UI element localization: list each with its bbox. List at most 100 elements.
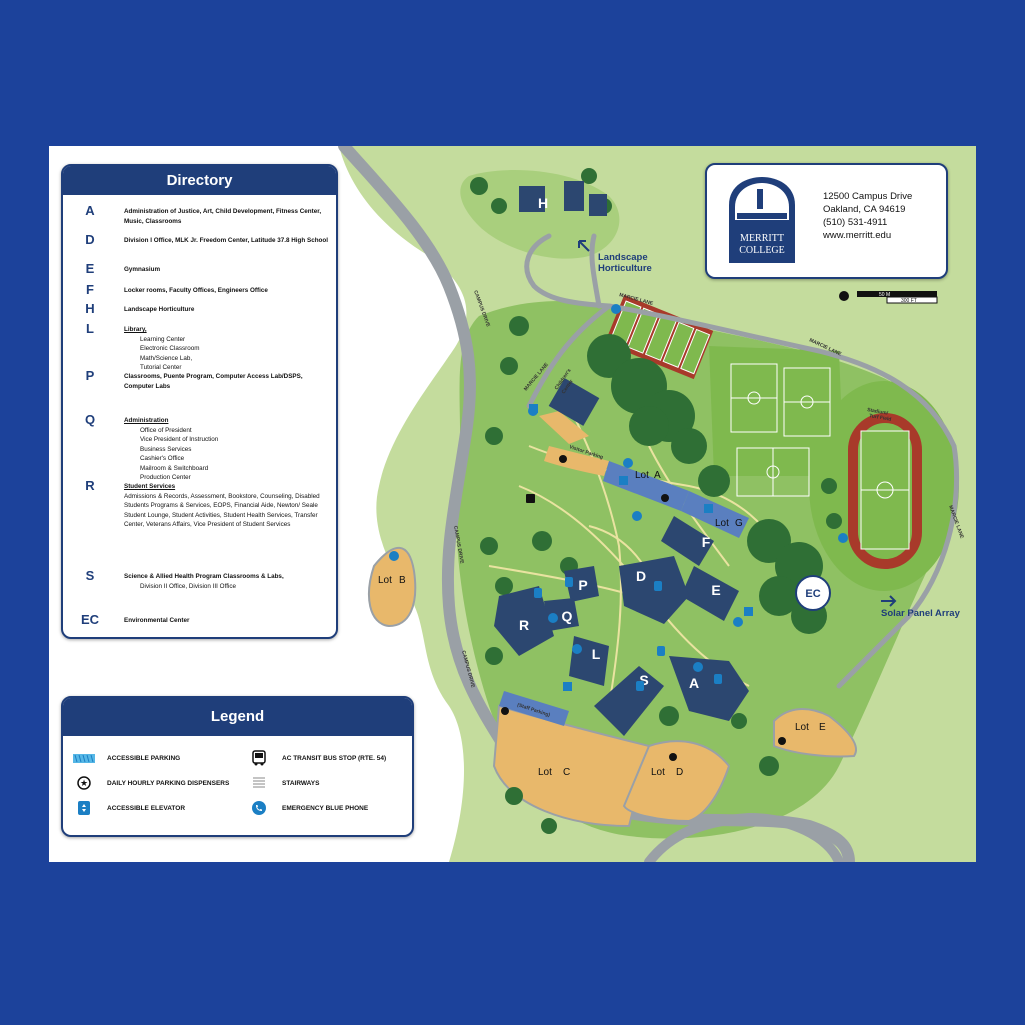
logo-line-2: COLLEGE xyxy=(739,245,785,256)
lot-a-label[interactable]: Lot xyxy=(635,470,649,481)
legend-item-accessible-parking: ACCESSIBLE PARKING xyxy=(73,750,180,766)
blue-phone-icon xyxy=(733,617,743,627)
scale-bar: 50 M 300 FT xyxy=(839,291,938,304)
accessible-elevator-icon xyxy=(534,588,542,598)
ec-label: EC xyxy=(805,588,820,600)
directory-letter: E xyxy=(85,261,95,276)
building-h-shape xyxy=(519,186,545,212)
blue-phone-icon xyxy=(632,511,642,521)
logo-line-1: MERRITT xyxy=(740,233,784,244)
building-q-label[interactable]: Q xyxy=(562,608,573,624)
lot-g-area xyxy=(681,491,749,538)
lot-d-label[interactable]: Lot xyxy=(651,767,665,778)
lot-a-letter: A xyxy=(654,470,661,481)
solar-arrow-icon xyxy=(881,595,897,607)
directory-subitem: Electronic Classroom xyxy=(140,345,200,352)
lot-c-letter: C xyxy=(563,767,570,778)
directory-heading: Administration xyxy=(124,417,169,424)
legend-item-stairways: STAIRWAYS xyxy=(248,775,319,791)
building-p-label[interactable]: P xyxy=(578,577,587,593)
building-a-label[interactable]: A xyxy=(689,675,699,691)
directory-description: Division I Office, MLK Jr. Freedom Cente… xyxy=(124,236,329,246)
building-f-label[interactable]: F xyxy=(702,534,711,550)
landscape-arrow-icon xyxy=(578,240,590,252)
building-s-label[interactable]: S xyxy=(639,672,648,688)
directory-text: Environmental Center xyxy=(124,617,190,624)
childrens-center-shape xyxy=(548,378,600,426)
building-p-shape xyxy=(564,566,599,602)
scale-imperial-label: 300 FT xyxy=(901,298,917,304)
directory-subitem: Mailroom & Switchboard xyxy=(140,464,209,472)
north-arrow-icon xyxy=(839,291,849,301)
solar-panel-label[interactable]: Solar Panel Array xyxy=(881,608,961,619)
blue-phone-icon xyxy=(389,551,399,561)
lot-g-label[interactable]: Lot xyxy=(715,518,729,529)
building-e-label[interactable]: E xyxy=(711,582,720,598)
legend-label-stairways: STAIRWAYS xyxy=(282,779,320,787)
lot-e-letter: E xyxy=(819,722,826,733)
parking-dispenser-icon xyxy=(501,707,509,715)
directory-description: Landscape Horticulture xyxy=(124,305,329,315)
directory-subitem: Vice President of Instruction xyxy=(140,436,219,443)
address-web[interactable]: www.merritt.edu xyxy=(823,230,892,241)
running-track xyxy=(848,413,922,569)
accessible-elevator-icon xyxy=(565,577,573,587)
directory-heading: Student Services xyxy=(124,483,176,490)
environmental-center-marker[interactable] xyxy=(795,575,831,611)
directory-letter: D xyxy=(85,232,95,247)
directory-description: Gymnasium xyxy=(124,265,329,275)
lot-b-label[interactable]: Lot xyxy=(378,575,392,586)
childrens-center-lot xyxy=(539,411,589,444)
building-l-label[interactable]: L xyxy=(592,646,601,662)
lot-e-label[interactable]: Lot xyxy=(795,722,809,733)
legend-item-accessible-elevator: ACCESSIBLE ELEVATOR xyxy=(73,800,185,816)
directory-text: Classrooms, Puente Program, Computer Acc… xyxy=(124,373,303,390)
accessible-parking-icon xyxy=(529,404,538,413)
roads xyxy=(338,146,959,862)
directory-letter: R xyxy=(85,478,95,493)
blue-phone-icon xyxy=(548,613,558,623)
address-text: 12500 Campus Drive Oakland, CA 94619 (51… xyxy=(823,190,912,242)
directory-letter: L xyxy=(86,321,94,336)
parking-dispenser-icon xyxy=(559,455,567,463)
lot-c-label[interactable]: Lot xyxy=(538,767,552,778)
directory-text: Gymnasium xyxy=(124,266,161,273)
building-d-label[interactable]: D xyxy=(636,568,646,584)
legend-label-blue-phone: EMERGENCY BLUE PHONE xyxy=(282,804,369,812)
legend-label-bus-stop: AC TRANSIT BUS STOP (RTE. 54) xyxy=(282,754,387,762)
building-r-shape xyxy=(494,586,554,656)
directory-subitem: Cashier's Office xyxy=(140,455,185,462)
legend-title: Legend xyxy=(63,698,412,736)
staff-parking-area xyxy=(499,691,569,726)
directory-subitem: Learning Center xyxy=(140,335,186,343)
blue-phone-icon xyxy=(248,800,270,816)
svg-text:★: ★ xyxy=(80,779,88,789)
directory-text: Administration of Justice, Art, Child De… xyxy=(124,208,322,225)
bus-stop-icon xyxy=(248,750,270,766)
directory-subitem: Math/Science Lab, xyxy=(140,354,193,362)
accessible-elevator-icon xyxy=(636,681,644,691)
directory-description: Administration of Justice, Art, Child De… xyxy=(124,207,329,226)
directory-text: Landscape Horticulture xyxy=(124,306,195,313)
directory-description: Science & Allied Health Program Classroo… xyxy=(124,572,329,591)
building-h-label[interactable]: H xyxy=(538,195,548,211)
visitor-parking-area xyxy=(544,446,609,476)
building-e-shape xyxy=(681,566,739,621)
address-phone[interactable]: (510) 531-4911 xyxy=(823,217,888,228)
lot-b-letter: B xyxy=(399,575,406,586)
landscape-label-2: Horticulture xyxy=(598,263,652,274)
building-r-label[interactable]: R xyxy=(519,617,529,633)
accessible-parking-icon xyxy=(619,476,628,485)
directory-text: Admissions & Records, Assessment, Bookst… xyxy=(124,492,320,529)
directory-description: Classrooms, Puente Program, Computer Acc… xyxy=(124,372,329,391)
lot-b-area xyxy=(368,546,417,628)
directory-description: Environmental Center xyxy=(124,616,329,626)
legend-item-bus-stop: AC TRANSIT BUS STOP (RTE. 54) xyxy=(248,750,386,766)
lot-g-letter: G xyxy=(735,518,743,529)
directory-text: Locker rooms, Faculty Offices, Engineers… xyxy=(124,287,268,294)
directory-heading: Library, xyxy=(124,326,147,333)
blue-phone-icon xyxy=(611,304,621,314)
